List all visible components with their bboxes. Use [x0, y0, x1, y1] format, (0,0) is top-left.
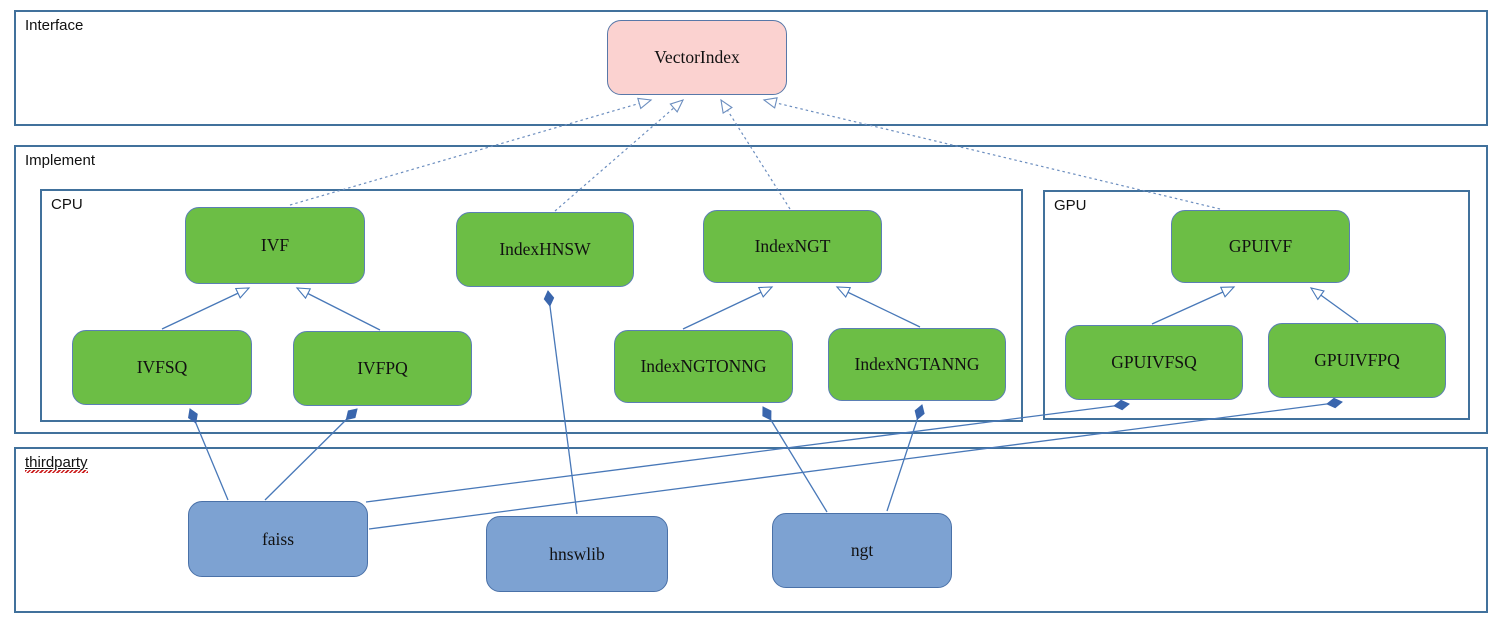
node-gpuivf-label: GPUIVF: [1228, 236, 1293, 256]
node-gpuivfsq-label: GPUIVFSQ: [1111, 352, 1197, 372]
node-vectorindex-label: VectorIndex: [654, 47, 740, 67]
node-gpuivfpq: GPUIVFPQ: [1268, 323, 1446, 398]
node-gpuivfpq-label: GPUIVFPQ: [1314, 350, 1400, 370]
node-ivf: IVF: [185, 207, 365, 284]
gpu-group-label: GPU: [1054, 197, 1087, 214]
node-ivfpq-label: IVFPQ: [357, 358, 408, 378]
thirdparty-layer-label-text: thirdparty: [25, 454, 88, 471]
node-indexhnsw-label: IndexHNSW: [499, 239, 591, 259]
node-indexngt-label: IndexNGT: [754, 236, 831, 256]
cpu-group-label: CPU: [51, 196, 83, 213]
node-indexngtonng: IndexNGTONNG: [614, 330, 793, 403]
node-ivfsq: IVFSQ: [72, 330, 252, 405]
node-hnswlib: hnswlib: [486, 516, 668, 592]
node-ngt: ngt: [772, 513, 952, 588]
node-indexhnsw: IndexHNSW: [456, 212, 634, 287]
node-ivfsq-label: IVFSQ: [136, 357, 188, 377]
interface-layer-label: Interface: [25, 17, 84, 34]
node-gpuivf: GPUIVF: [1171, 210, 1350, 283]
node-gpuivfsq: GPUIVFSQ: [1065, 325, 1243, 400]
node-vectorindex: VectorIndex: [607, 20, 787, 95]
node-faiss: faiss: [188, 501, 368, 577]
node-indexngtonng-label: IndexNGTONNG: [640, 356, 767, 376]
node-indexngt: IndexNGT: [703, 210, 882, 283]
thirdparty-layer-label: thirdparty: [25, 454, 88, 473]
node-hnswlib-label: hnswlib: [549, 543, 605, 564]
node-indexngtanng-label: IndexNGTANNG: [854, 354, 980, 374]
node-faiss-label: faiss: [261, 528, 295, 549]
node-ngt-label: ngt: [850, 540, 874, 560]
node-ivf-label: IVF: [260, 235, 290, 255]
spellcheck-squiggle: [25, 470, 88, 473]
implement-layer-label: Implement: [25, 152, 96, 169]
node-ivfpq: IVFPQ: [293, 331, 472, 406]
node-indexngtanng: IndexNGTANNG: [828, 328, 1006, 401]
